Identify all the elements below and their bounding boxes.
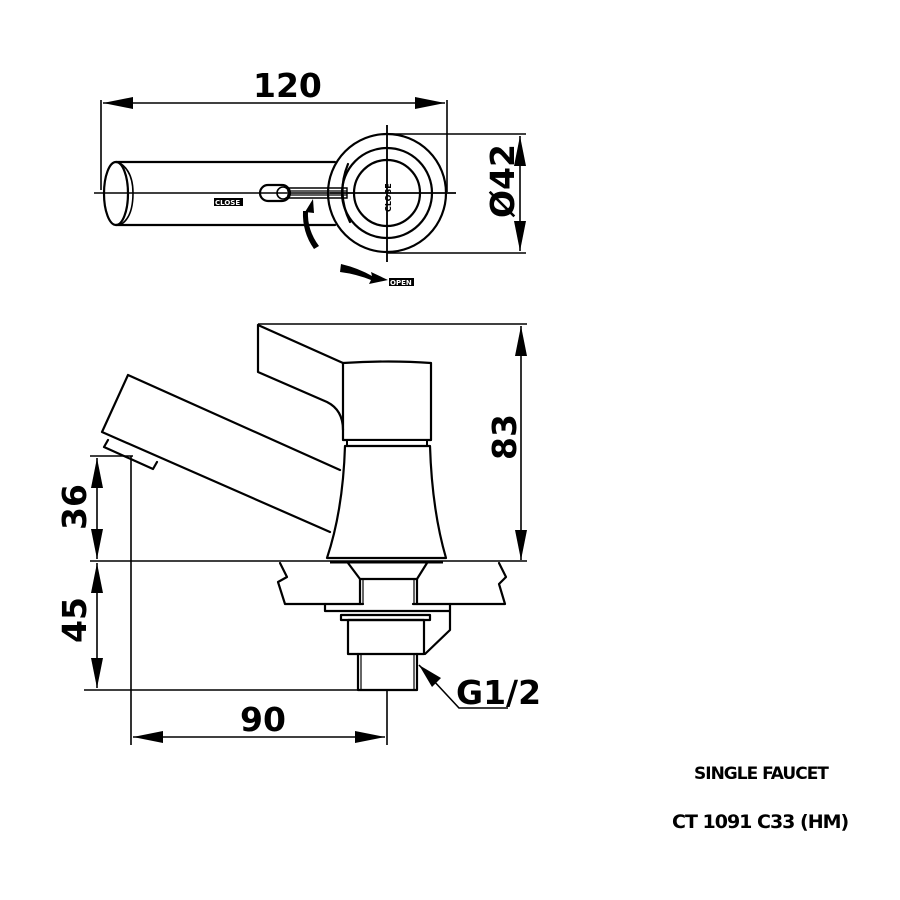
open-arrow-icon	[340, 264, 388, 284]
dimension-36-text: 36	[55, 484, 94, 530]
mounting-plate	[323, 602, 452, 656]
open-label: OPEN	[390, 279, 412, 287]
spout-tube	[114, 160, 337, 227]
handle-block	[341, 360, 433, 442]
dimension-45-text: 45	[55, 597, 94, 643]
close-arrow-head	[305, 199, 314, 213]
dimension-120-text: 120	[253, 66, 322, 105]
aerator	[102, 438, 159, 471]
spout	[100, 373, 342, 534]
close-arrow-icon	[302, 211, 319, 249]
top-view: CLOSE CLOSE CLOSE OPEN 120 Ø42	[94, 66, 526, 287]
dimension-83-text: 83	[485, 414, 524, 460]
close-label-glyphs	[214, 198, 243, 206]
dimension-90-text: 90	[240, 700, 286, 739]
side-view: 83 36	[55, 323, 541, 745]
counter-right	[411, 561, 508, 606]
spout-outlet	[102, 160, 130, 227]
handle-lever	[256, 323, 345, 432]
dimension-diameter-text: Ø42	[483, 144, 522, 218]
lock-nut	[346, 618, 426, 656]
knob-label: CLOSE	[384, 183, 393, 212]
shank-upper	[358, 577, 419, 606]
shank-nut-top	[346, 561, 429, 581]
lever-tip-cap	[276, 186, 290, 200]
counter-left	[276, 561, 365, 606]
lever-tip	[258, 183, 292, 203]
open-label-glyphs	[389, 278, 414, 286]
lever-arm	[287, 187, 348, 199]
thread-label: G1/2	[456, 673, 541, 712]
washer	[339, 613, 432, 622]
model-code: CT 1091 C33 (HM)	[672, 811, 849, 833]
close-label-text: CLOSE	[215, 199, 240, 207]
spout-rim	[117, 161, 134, 226]
thread-leader-arrow	[419, 665, 441, 687]
product-name: SINGLE FAUCET	[694, 764, 829, 784]
threaded-end	[356, 652, 419, 692]
faucet-body	[325, 444, 448, 560]
